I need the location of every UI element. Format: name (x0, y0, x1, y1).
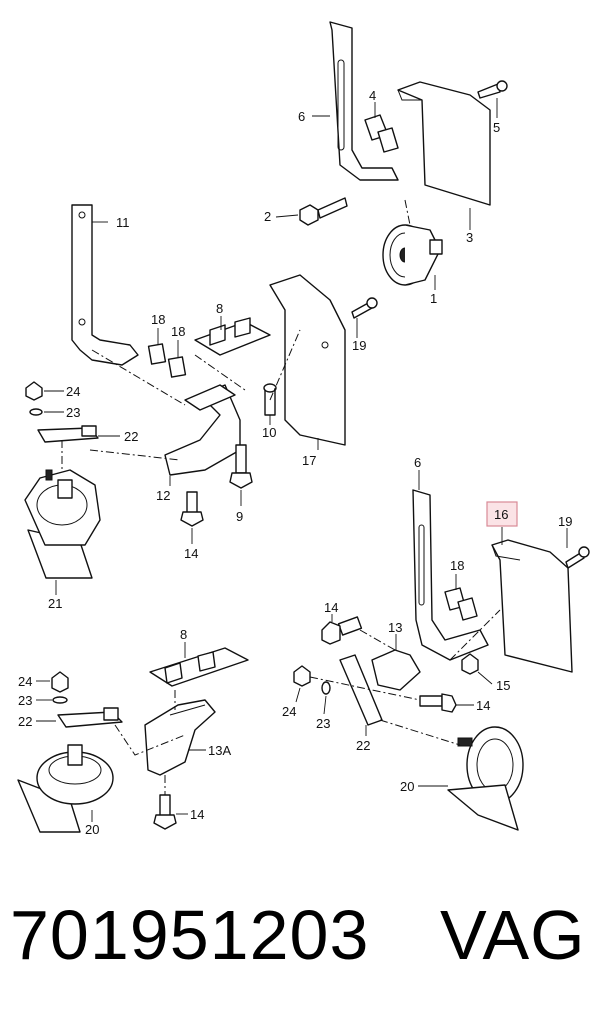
callout-12: 12 (156, 488, 170, 503)
part-13-bracket (371, 649, 421, 691)
part-24-nut (25, 381, 43, 401)
part-23-washer (321, 681, 331, 695)
callout-11: 11 (116, 215, 130, 230)
callout-8: 8 (180, 627, 187, 642)
part-21-horn (24, 469, 101, 579)
callout-18: 18 (171, 324, 185, 339)
part-17-plate (269, 274, 346, 446)
part-20-horn (17, 744, 114, 833)
part-15-nut (461, 653, 479, 675)
part-4-clip (377, 127, 399, 153)
part-14-bolt (419, 693, 457, 713)
part-18-clip (457, 597, 478, 621)
part-2-bolt (299, 197, 348, 226)
part-8-nut-plate (194, 321, 271, 356)
callout-13A: 13A (208, 743, 231, 758)
callout-3: 3 (466, 230, 473, 245)
callout-18: 18 (450, 558, 464, 573)
callout-9: 9 (236, 509, 243, 524)
callout-16: 16 (494, 507, 508, 522)
part-6-bracket (412, 489, 489, 661)
callout-6: 6 (298, 109, 305, 124)
part-24-nut (51, 671, 69, 693)
part-16-plate (491, 539, 573, 673)
callout-24: 24 (66, 384, 80, 399)
callout-14: 14 (190, 807, 204, 822)
part-24-nut (293, 665, 311, 687)
part-1-horn (382, 199, 443, 286)
callout-10: 10 (262, 425, 276, 440)
callout-19: 19 (558, 514, 572, 529)
callout-13: 13 (388, 620, 402, 635)
callout-20: 20 (85, 822, 99, 837)
callout-17: 17 (302, 453, 316, 468)
bottom-left-assembly: 8 24 23 22 13A 20 14 (17, 627, 249, 837)
part-22-bracket (339, 654, 383, 726)
part-6-bracket (329, 21, 399, 181)
callout-22: 22 (18, 714, 32, 729)
callout-15: 15 (496, 678, 510, 693)
part-23-washer (52, 696, 68, 704)
part-19-screw (565, 546, 590, 569)
callout-19: 19 (352, 338, 366, 353)
callout-4: 4 (369, 88, 376, 103)
callout-22: 22 (356, 738, 370, 753)
part-23-washer (29, 408, 43, 416)
part-9-bolt (229, 444, 253, 489)
callout-6: 6 (414, 455, 421, 470)
horn-bracket-exploded-diagram: 6 4 5 2 3 1 (17, 21, 590, 837)
callout-1: 1 (430, 291, 437, 306)
part-18-clip (167, 356, 187, 378)
part-10-bolt (263, 383, 277, 416)
callout-2: 2 (264, 209, 271, 224)
callout-23: 23 (66, 405, 80, 420)
part-number: 701951203 (10, 896, 370, 974)
part-3-plate (397, 81, 491, 206)
callout-14: 14 (476, 698, 490, 713)
callout-21: 21 (48, 596, 62, 611)
right-bottom-assembly: 16 6 19 18 13 14 15 24 23 14 22 20 (282, 455, 590, 831)
middle-left-assembly: 11 18 18 8 19 24 23 22 10 17 12 9 14 21 (24, 204, 378, 611)
callout-18: 18 (151, 312, 165, 327)
part-5-screw (477, 80, 508, 99)
part-18-clip (147, 343, 167, 365)
callout-24: 24 (282, 704, 296, 719)
callout-23: 23 (18, 693, 32, 708)
callout-23: 23 (316, 716, 330, 731)
callout-5: 5 (493, 120, 500, 135)
callout-20: 20 (400, 779, 414, 794)
part-20-horn (447, 726, 524, 831)
part-14-bolt (153, 794, 177, 830)
top-assembly: 6 4 5 2 3 1 (264, 21, 508, 306)
part-11-bracket (71, 204, 139, 366)
part-12-bracket (164, 384, 241, 476)
brand-label: VAG (440, 896, 586, 974)
part-14-bolt (180, 491, 204, 527)
callout-24: 24 (18, 674, 32, 689)
callout-14: 14 (324, 600, 338, 615)
callout-14: 14 (184, 546, 198, 561)
callout-8: 8 (216, 301, 223, 316)
part-14-bolt (321, 616, 363, 645)
callout-22: 22 (124, 429, 138, 444)
caption-bar: 701951203 VAG (0, 895, 600, 995)
part-19-screw (351, 297, 378, 319)
callout-16-highlight (486, 501, 518, 527)
